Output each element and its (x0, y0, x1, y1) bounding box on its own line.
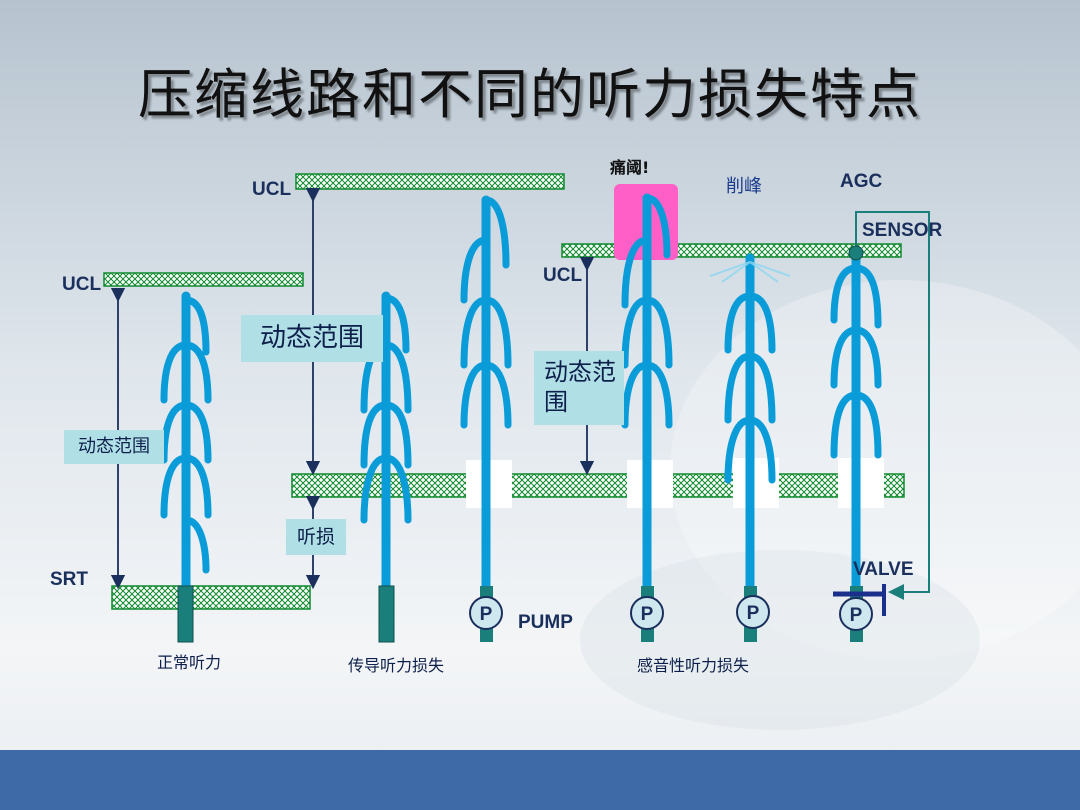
ucl-label-sensorineural: UCL (543, 265, 583, 286)
hearing-loss-box: 听损 (286, 519, 346, 555)
fountain-normal (160, 291, 212, 593)
srt-label: SRT (50, 569, 88, 590)
ucl-label-conductive: UCL (252, 179, 292, 200)
pump-letter: P (641, 604, 654, 625)
sensor-label: SENSOR (862, 220, 943, 241)
pipe-conductive (378, 585, 395, 643)
pump-icon: P (630, 596, 664, 630)
valve-label: VALVE (853, 559, 914, 580)
bar-gap (838, 458, 884, 508)
fountain-pump (460, 195, 512, 593)
caption-normal-hearing: 正常听力 (157, 653, 222, 672)
dynamic-range-box-normal: 动态范围 (64, 430, 164, 464)
water-fountains (160, 193, 882, 593)
pump-label: PUMP (518, 612, 573, 633)
ucl-bar-normal (103, 272, 304, 287)
ucl-label-normal: UCL (62, 274, 102, 295)
dynamic-range-box-conductive: 动态范围 (241, 315, 383, 362)
agc-label: AGC (840, 171, 883, 192)
peak-clip-spray (709, 261, 791, 283)
slide-title: 压缩线路和不同的听力损失特点 (138, 63, 922, 126)
valve-icon (833, 584, 886, 616)
caption-sensorineural-loss: 感音性听力损失 (637, 656, 750, 675)
pump-letter: P (850, 605, 863, 626)
footer-bar (0, 750, 1080, 810)
ucl-bar-conductive (295, 173, 565, 190)
pump-icon: P (469, 596, 503, 630)
pain-threshold-label: 痛阈! (610, 158, 650, 177)
pump-icon: P (839, 597, 873, 631)
dynamic-range-line1: 动态范 (544, 358, 616, 386)
dynamic-range-box-sensorineural: 动态范 围 (534, 351, 624, 425)
agc-feedback-loop (855, 211, 930, 600)
srt-bar (111, 585, 311, 610)
fountain-sensorineural-2 (724, 253, 776, 593)
pump-icon: P (736, 595, 770, 629)
sensor-dot (848, 245, 864, 261)
fountain-sensorineural-3 (830, 253, 882, 593)
pump-letter: P (747, 603, 760, 624)
caption-conductive-loss: 传导听力损失 (348, 656, 445, 675)
fountain-sensorineural-1 (621, 193, 673, 593)
dynamic-range-line2: 围 (544, 388, 568, 416)
pipe-normal (177, 585, 194, 643)
peak-clip-label: 削峰 (726, 176, 762, 197)
pump-letter: P (480, 604, 493, 625)
pipe-stems (177, 585, 863, 643)
